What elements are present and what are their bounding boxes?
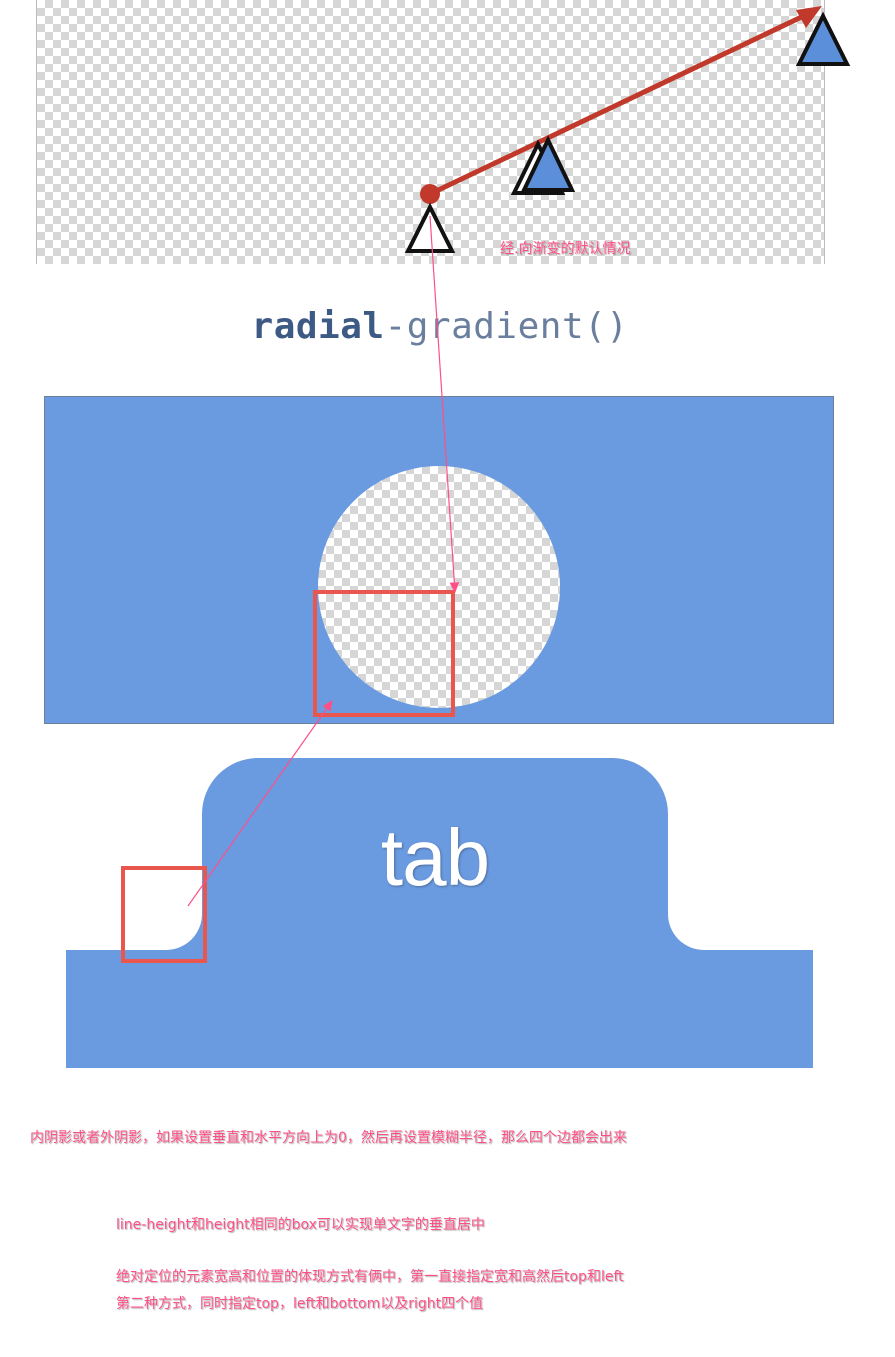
tab-base-bar [66,950,813,1068]
tab-right-inverted-corner [668,914,704,950]
note-absolute-position-2: 第二种方式，同时指定top，left和bottom以及right四个值 [116,1296,484,1312]
radial-gradient-title: radial-gradient() [0,306,880,347]
tab-corner-highlight-box [121,866,207,963]
radial-highlight-box [313,590,455,717]
note-shadow: 内阴影或者外阴影，如果设置垂直和水平方向上为0，然后再设置模糊半径，那么四个边都… [30,1130,627,1146]
linear-gradient-caption: 经.向渐变的默认情况 [500,241,631,257]
title-light-part: -gradient() [384,306,629,347]
title-bold-part: radial [251,306,385,347]
tab-label: tab [380,813,490,902]
note-absolute-position-1: 绝对定位的元素宽高和位置的体现方式有俩中，第一直接指定宽和高然后top和left [116,1269,624,1285]
linear-gradient-illustration [36,0,825,264]
note-line-height: line-height和height相同的box可以实现单文字的垂直居中 [116,1217,485,1233]
tab-left-inverted-corner [166,914,202,950]
